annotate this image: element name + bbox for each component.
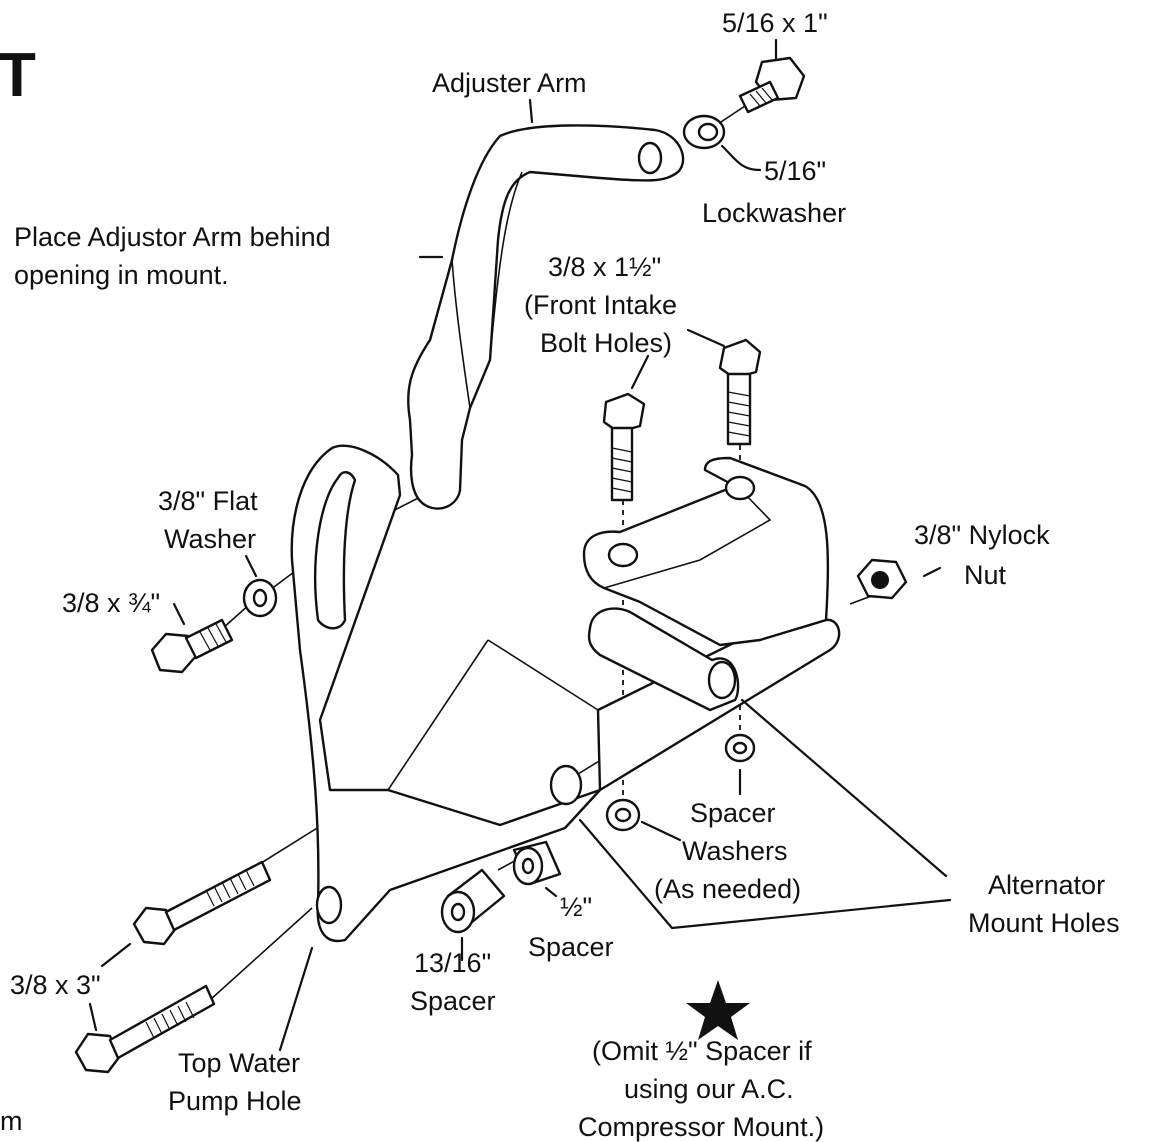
flat-washer (242, 578, 278, 618)
label-bolt-3-8x3-4: 3/8 x ¾" (62, 588, 160, 618)
lockwasher (682, 114, 726, 150)
label-bolt-3-8x1-5: 3/8 x 1½" (548, 252, 661, 282)
label-spacer-washers-3: (As needed) (654, 874, 801, 904)
label-bolt-3-8x3: 3/8 x 3" (10, 970, 101, 1000)
half-inch-spacer (512, 840, 562, 886)
label-spacer-washers-1: Spacer (690, 798, 776, 828)
spacer-13-16 (440, 868, 506, 934)
label-bolt-5-16x1: 5/16 x 1" (722, 8, 828, 38)
label-nylock-2: Nut (964, 560, 1007, 590)
label-flat-washer-1: 3/8" Flat (158, 486, 258, 516)
star-icon (686, 980, 750, 1040)
label-front-intake-1: (Front Intake (524, 290, 677, 320)
intake-tab-brackets (582, 456, 830, 712)
label-place-note-2: opening in mount. (14, 260, 229, 290)
label-half-spacer: Spacer (528, 932, 614, 962)
label-front-intake-2: Bolt Holes) (540, 328, 672, 358)
label-flat-washer-2: Washer (164, 524, 256, 554)
label-water-pump-2: Pump Hole (168, 1086, 302, 1116)
label-place-note-1: Place Adjustor Arm behind (14, 222, 331, 252)
label-half-spacer-size: ½" (560, 892, 592, 922)
main-bracket (290, 444, 841, 943)
bolt-3-8x1-5-left (602, 392, 646, 502)
bolt-3-8x3-lower (74, 984, 216, 1074)
leader-lines (88, 38, 952, 1052)
labels: T m 5/16 x 1" Adjuster Arm 5/16" Lockwas… (0, 8, 1120, 1142)
nylock-nut (856, 558, 908, 600)
label-alternator-1: Alternator (988, 870, 1105, 900)
spacer-washers (605, 733, 756, 832)
label-water-pump-1: Top Water (178, 1048, 300, 1078)
label-omit-note-3: Compressor Mount.) (578, 1112, 824, 1142)
corner-letter: T (0, 41, 36, 110)
label-nylock-1: 3/8" Nylock (914, 520, 1050, 550)
label-lockwasher: Lockwasher (702, 198, 846, 228)
bolt-5-16x1 (738, 56, 806, 114)
label-spacer-13-16-size: 13/16" (414, 948, 491, 978)
label-spacer-washers-2: Washers (682, 836, 788, 866)
bolt-3-8x3-upper (132, 860, 272, 946)
corner-fragment: m (0, 1106, 23, 1136)
label-omit-note-1: (Omit ½" Spacer if (592, 1036, 812, 1066)
adjuster-arm (407, 124, 685, 510)
label-adjuster-arm: Adjuster Arm (432, 68, 587, 98)
label-spacer-13-16: Spacer (410, 986, 496, 1016)
label-omit-note-2: using our A.C. (624, 1074, 794, 1104)
label-lockwasher-size: 5/16" (764, 156, 826, 186)
bolt-3-8x3-4 (150, 618, 234, 674)
label-alternator-2: Mount Holes (968, 908, 1120, 938)
bolt-3-8x1-5-right (718, 338, 762, 446)
